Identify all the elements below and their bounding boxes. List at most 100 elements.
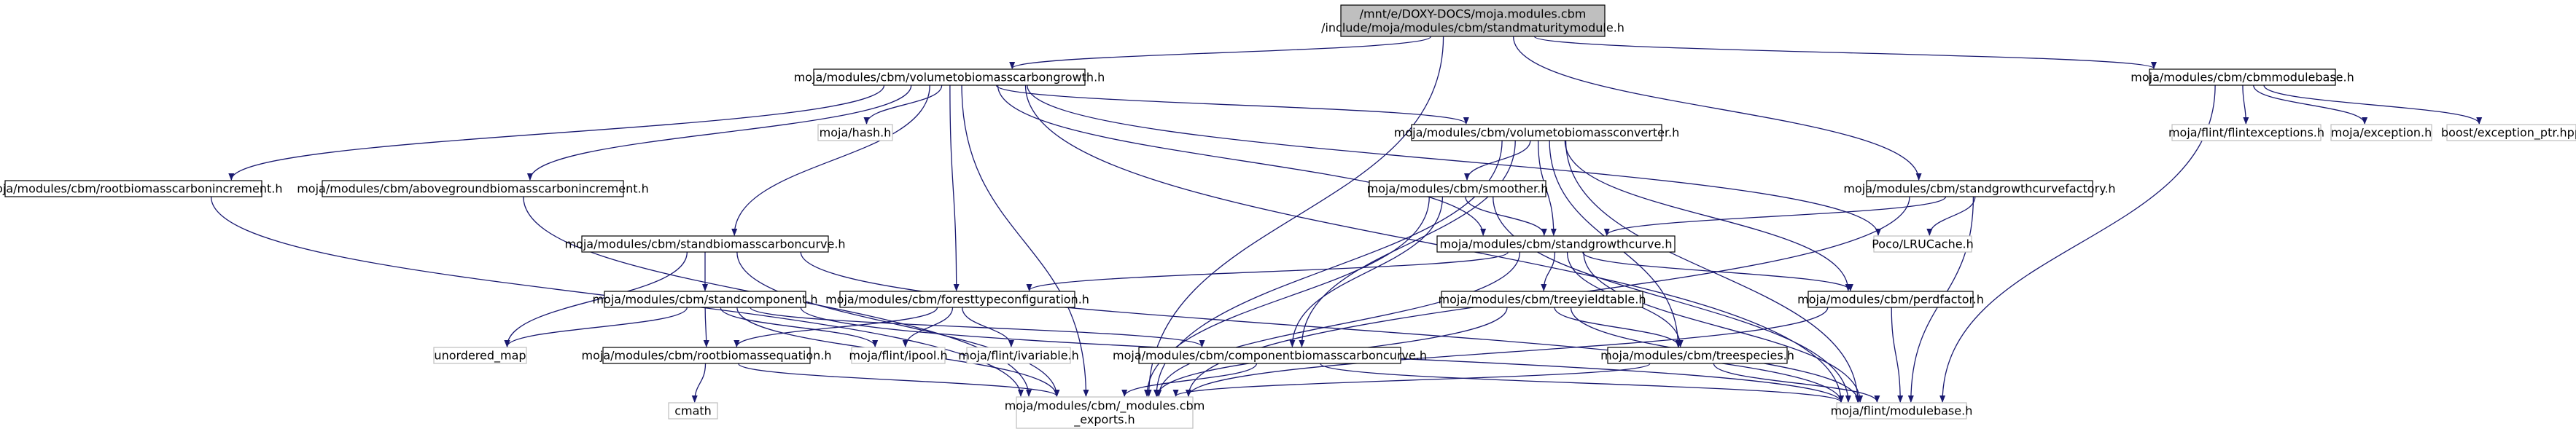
node-pf-box — [1808, 291, 1974, 308]
edge-vbcg-to-vbc — [995, 84, 1469, 125]
node-smo[interactable]: moja/modules/cbm/smoother.h — [1367, 180, 1549, 197]
node-ipool-label-line-0: moja/flint/ipool.h — [849, 349, 947, 363]
node-exp: moja/modules/cbm/_modules.cbm_exports.h — [1005, 396, 1205, 429]
node-vbcg-box — [813, 68, 1086, 86]
edge-sgcf-to-lru — [1926, 196, 1976, 236]
edge-root-to-cmb — [1533, 36, 2157, 69]
edge-vbcg-to-exp — [961, 84, 1089, 397]
node-cmb-label-line-0: moja/modules/cbm/cbmmodulebase.h — [2131, 71, 2354, 84]
node-ipool-box — [851, 347, 946, 364]
node-exp-label-line-1: _exports.h — [1073, 413, 1135, 428]
node-cbcc-box — [1138, 347, 1401, 364]
node-bex: boost/exception_ptr.hpp — [2441, 124, 2576, 141]
edge-sgcf-to-sgc — [1603, 196, 1947, 236]
node-cmath-label-line-0: cmath — [674, 404, 712, 418]
node-rbe-label-line-0: moja/modules/cbm/rootbiomassequation.h — [582, 349, 832, 363]
edge-vbcg-to-sbcc — [731, 84, 930, 236]
node-sbcc[interactable]: moja/modules/cbm/standbiomasscarboncurve… — [564, 235, 846, 253]
node-root-box — [1340, 4, 1606, 37]
node-fltx: moja/flint/flintexceptions.h — [2168, 124, 2324, 141]
node-hash: moja/hash.h — [817, 124, 893, 141]
edge-vbcg-to-sgc — [997, 84, 1487, 236]
node-umap: unordered_map — [433, 347, 527, 364]
edge-sc-to-ipool — [720, 307, 879, 347]
node-bex-label-line-0: boost/exception_ptr.hpp — [2441, 126, 2576, 141]
edge-vbcg-to-rbci — [228, 84, 885, 181]
node-mex-box — [2330, 124, 2432, 141]
node-sgc-label-line-0: moja/modules/cbm/standgrowthcurve.h — [1439, 237, 1672, 251]
node-sgcf-label-line-0: moja/modules/cbm/standgrowthcurvefactory… — [1843, 182, 2115, 196]
node-cmath: cmath — [668, 402, 718, 420]
edge-vbc-to-cbcc — [1299, 140, 1516, 347]
node-pf-label-line-0: moja/modules/cbm/perdfactor.h — [1797, 293, 1984, 307]
edge-sc-to-rbe — [703, 307, 709, 347]
edge-vbcg-to-lru — [1027, 84, 1881, 236]
node-rbci-box — [4, 180, 262, 197]
edge-cmb-to-fmb — [1939, 84, 2216, 403]
node-exp-box — [1016, 396, 1194, 429]
edge-pf-to-exp — [1186, 307, 1829, 397]
node-root-label-line-0: /mnt/e/DOXY-DOCS/moja.modules.cbm — [1360, 7, 1587, 21]
edge-sbcc-to-umap — [504, 251, 688, 347]
node-pf[interactable]: moja/modules/cbm/perdfactor.h — [1797, 291, 1984, 308]
edge-sgc-to-tyt — [1541, 251, 1556, 291]
node-vbcg[interactable]: moja/modules/cbm/volumetobiomasscarbongr… — [794, 68, 1105, 86]
edge-sgc-to-exp — [1156, 251, 1521, 397]
node-umap-label-line-0: unordered_map — [434, 349, 526, 363]
node-ts-label-line-0: moja/modules/cbm/treespecies.h — [1600, 349, 1794, 363]
node-mex-label-line-0: moja/exception.h — [2331, 126, 2432, 140]
node-rbe[interactable]: moja/modules/cbm/rootbiomassequation.h — [582, 347, 832, 364]
node-rbci-label-line-0: moja/modules/cbm/rootbiomasscarbonincrem… — [0, 182, 282, 196]
node-root[interactable]: /mnt/e/DOXY-DOCS/moja.modules.cbm/includ… — [1321, 4, 1624, 37]
node-vbc-label-line-0: moja/modules/cbm/volumetobiomassconverte… — [1394, 126, 1680, 140]
node-lru-label-line-0: Poco/LRUCache.h — [1872, 237, 1974, 251]
edge-sc-to-umap — [504, 307, 688, 347]
node-abci-label-line-0: moja/modules/cbm/abovegroundbiomasscarbo… — [297, 182, 649, 196]
edge-sgc-to-pf — [1582, 251, 1853, 291]
node-smo-label-line-0: moja/modules/cbm/smoother.h — [1367, 182, 1549, 196]
node-rbci[interactable]: moja/modules/cbm/rootbiomasscarbonincrem… — [0, 180, 282, 197]
node-exp-label-line-0: moja/modules/cbm/_modules.cbm — [1005, 399, 1205, 414]
node-tyt-box — [1441, 291, 1643, 308]
edge-root-to-sgcf — [1512, 36, 1922, 181]
edge-sgc-to-fmb — [1583, 251, 1864, 403]
node-smo-box — [1369, 180, 1546, 197]
node-cmb-box — [2149, 68, 2336, 86]
edge-cbcc-to-fmb — [1320, 363, 1844, 403]
node-ipool: moja/flint/ipool.h — [849, 347, 948, 364]
node-cbcc-label-line-0: moja/modules/cbm/componentbiomasscarbonc… — [1113, 349, 1427, 363]
node-cmath-box — [668, 402, 718, 420]
node-sgcf-box — [1866, 180, 2093, 197]
node-umap-box — [433, 347, 527, 364]
edge-smo-to-cbcc — [1289, 196, 1444, 347]
node-sgcf[interactable]: moja/modules/cbm/standgrowthcurvefactory… — [1843, 180, 2116, 197]
node-abci[interactable]: moja/modules/cbm/abovegroundbiomasscarbo… — [297, 180, 649, 197]
node-cmb[interactable]: moja/modules/cbm/cbmmodulebase.h — [2131, 68, 2354, 86]
edge-vbc-to-pf — [1564, 140, 1851, 291]
node-vbc[interactable]: moja/modules/cbm/volumetobiomassconverte… — [1394, 124, 1680, 141]
edge-pf-to-fmb — [1891, 307, 1904, 403]
edge-sbcc-to-exp — [736, 251, 1060, 397]
node-sgc[interactable]: moja/modules/cbm/standgrowthcurve.h — [1436, 235, 1676, 253]
node-fltx-label-line-0: moja/flint/flintexceptions.h — [2168, 126, 2324, 140]
edge-ftc-to-ivar — [962, 307, 1014, 347]
node-root-label-line-1: /include/moja/modules/cbm/standmaturitym… — [1321, 21, 1624, 35]
edge-cmb-to-bex — [2263, 84, 2483, 125]
edge-sc-to-cbcc — [750, 307, 1205, 347]
node-sc-box — [604, 291, 806, 308]
edge-vbcg-to-hash — [863, 84, 943, 125]
node-sgc-box — [1436, 235, 1676, 253]
edge-sbcc-to-fmb — [800, 251, 1844, 403]
node-fmb: moja/flint/modulebase.h — [1831, 402, 1972, 420]
edge-tyt-to-ts — [1554, 307, 1682, 347]
node-ftc[interactable]: moja/modules/cbm/foresttypeconfiguration… — [825, 291, 1089, 308]
node-ivar: moja/flint/ivariable.h — [958, 347, 1079, 364]
node-sc[interactable]: moja/modules/cbm/standcomponent.h — [592, 291, 818, 308]
node-cbcc[interactable]: moja/modules/cbm/componentbiomasscarbonc… — [1113, 347, 1427, 364]
node-ts[interactable]: moja/modules/cbm/treespecies.h — [1600, 347, 1794, 364]
node-bex-box — [2446, 124, 2576, 141]
node-mex: moja/exception.h — [2330, 124, 2432, 141]
dependency-nodes: /mnt/e/DOXY-DOCS/moja.modules.cbm/includ… — [0, 4, 2576, 429]
node-tyt[interactable]: moja/modules/cbm/treeyieldtable.h — [1439, 291, 1646, 308]
